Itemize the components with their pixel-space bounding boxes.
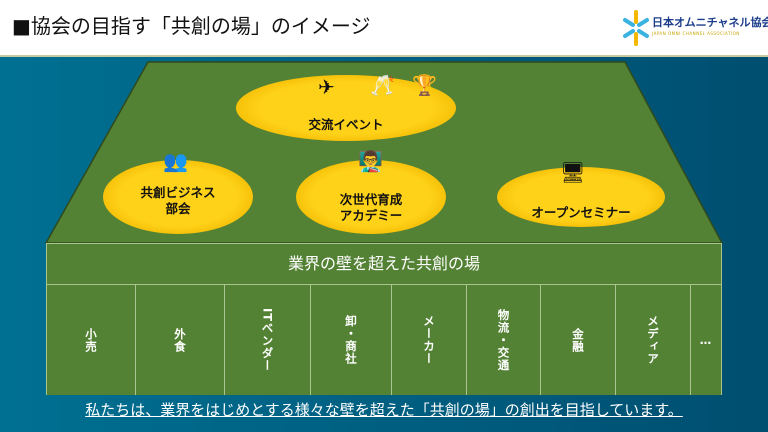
activity-seminar-label: オープンセミナー: [531, 205, 631, 220]
industry-columns: 小売 外食 ITベンダー 卸・商社 メーカー 物流・交通 金融 メディア …: [46, 285, 722, 395]
industry-finance: 金融: [541, 285, 616, 395]
teacher-icon: 👨‍🏫: [358, 149, 383, 173]
event-spot: [236, 75, 456, 141]
activity-business-label: 共創ビジネス 部会: [140, 185, 216, 216]
logo: 日本オムニチャネル協会 JAPAN OMNI CHANNEL ASSOCIATI…: [622, 8, 768, 48]
academy-spot: [296, 160, 446, 234]
meeting-icon: 👥: [163, 149, 188, 173]
industry-food-service: 外食: [136, 285, 225, 395]
industry-retail: 小売: [47, 285, 136, 395]
business-spot: [103, 160, 253, 234]
snowflake-logo-icon: [623, 10, 649, 46]
industry-more: …: [691, 285, 722, 395]
industry-it-vendor: ITベンダー: [225, 285, 311, 395]
footer-message: 私たちは、業界をはじめとする様々な壁を超えた「共創の場」の創出を目指しています。: [85, 401, 683, 419]
industry-media: メディア: [616, 285, 691, 395]
trophy-icon: 🏆: [412, 73, 437, 97]
champagne-icon: 🥂: [370, 73, 395, 97]
seminar-spot: [497, 167, 665, 227]
header: ■協会の目指す「共創の場」のイメージ 日本オムニチャネル協会 JAPAN OMN…: [0, 0, 768, 57]
logo-name: 日本オムニチャネル協会: [652, 16, 768, 29]
industry-manufacturer: メーカー: [392, 285, 467, 395]
diagram: ✈ 🥂 🏆 交流イベント 👥 共創ビジネス 部会 👨‍🏫 次世代育成 アカデミー…: [0, 57, 768, 432]
activity-event-label: 交流イベント: [308, 117, 384, 132]
industry-wholesale: 卸・商社: [311, 285, 392, 395]
logo-subtitle: JAPAN OMNI CHANNEL ASSOCIATION: [652, 31, 740, 36]
airplane-globe-icon: ✈: [318, 75, 335, 99]
activity-academy-label: 次世代育成 アカデミー: [339, 192, 403, 223]
page-title: ■協会の目指す「共創の場」のイメージ: [12, 14, 371, 38]
co-creation-band: 業界の壁を超えた共創の場: [46, 243, 722, 285]
presentation-icon: 🖥: [560, 160, 586, 184]
industry-logistics: 物流・交通: [467, 285, 541, 395]
